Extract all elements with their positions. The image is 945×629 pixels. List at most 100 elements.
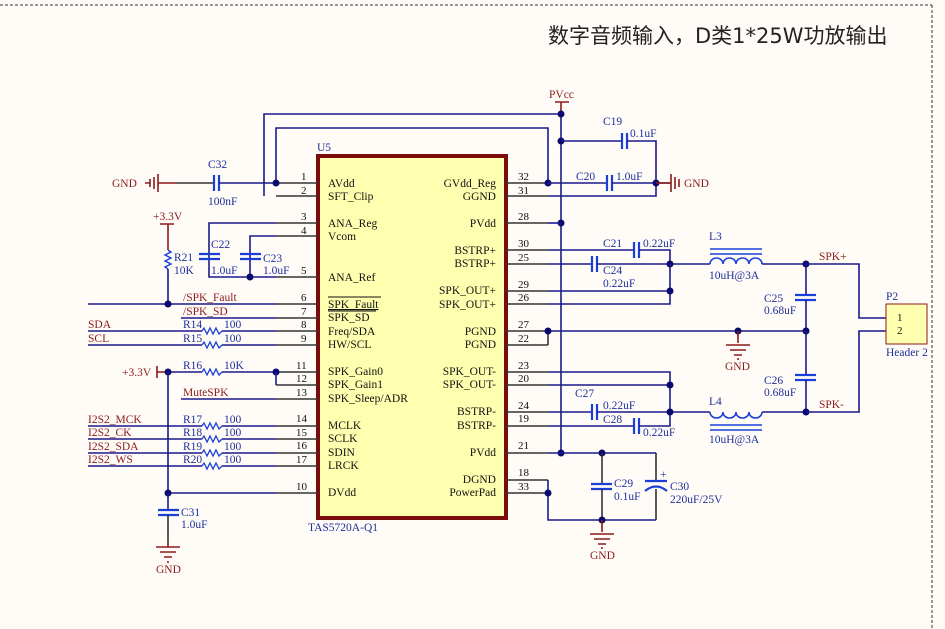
svg-text:19: 19 <box>518 413 530 425</box>
svg-text:SPK_OUT-: SPK_OUT- <box>443 366 496 378</box>
gnd-symbol-c31: GND <box>156 543 181 576</box>
svg-text:GND: GND <box>590 550 615 562</box>
svg-text:C27: C27 <box>575 388 594 400</box>
pin-name: SPK_Gain1 <box>328 379 383 391</box>
resistor-r16[interactable]: R16 10K <box>168 360 276 377</box>
svg-text:9: 9 <box>301 333 307 345</box>
ic-part: TAS5720A-Q1 <box>308 522 378 534</box>
right-pin-stubs <box>506 182 548 494</box>
wire-avdd-gvdd <box>275 127 549 183</box>
gnd-symbol-c20: GND <box>656 174 709 192</box>
svg-text:10K: 10K <box>224 360 245 372</box>
svg-text:0.1uF: 0.1uF <box>614 491 641 503</box>
net-spk-sd: /SPK_SD <box>183 306 228 318</box>
capacitor-c28[interactable]: C28 0.22uF <box>548 414 675 439</box>
capacitor-c23[interactable]: C23 1.0uF <box>240 252 290 277</box>
wire-sftclip-pvcc <box>263 113 561 196</box>
power-3v3-r16: +3.3V <box>122 366 168 379</box>
svg-text:2: 2 <box>897 325 903 337</box>
capacitor-c22[interactable]: C22 1.0uF <box>199 239 238 277</box>
pin-name: SCLK <box>328 433 358 445</box>
svg-text:P2: P2 <box>886 291 898 303</box>
capacitor-c32[interactable]: C32 100nF <box>176 159 276 208</box>
net-i2s-mck: I2S2_MCK <box>88 414 142 426</box>
svg-text:100: 100 <box>224 454 242 466</box>
svg-text:1.0uF: 1.0uF <box>181 519 208 531</box>
resistor-r21[interactable]: R21 10K <box>163 249 195 304</box>
svg-text:PVdd: PVdd <box>470 218 496 230</box>
pin-name: ANA_Reg <box>328 218 377 230</box>
capacitor-c29[interactable]: C29 0.1uF <box>591 453 641 520</box>
resistor-r17[interactable]: R17 100 <box>88 414 276 431</box>
pin-name: ANA_Ref <box>328 272 375 284</box>
svg-text:GVdd_Reg: GVdd_Reg <box>444 178 497 190</box>
svg-text:PVcc: PVcc <box>549 89 574 101</box>
svg-text:+3.3V: +3.3V <box>122 367 152 379</box>
net-spk-n: SPK- <box>819 399 844 411</box>
pin-name: SFT_Clip <box>328 191 374 203</box>
capacitor-c27[interactable]: C27 0.22uF <box>548 388 710 420</box>
resistor-r18[interactable]: R18 100 <box>88 427 276 444</box>
svg-text:R18: R18 <box>183 427 202 439</box>
svg-text:24: 24 <box>518 400 530 412</box>
net-scl: SCL <box>88 333 109 345</box>
capacitor-c26[interactable]: C26 0.68uF <box>764 331 816 412</box>
svg-text:C23: C23 <box>263 253 282 265</box>
capacitor-c20[interactable]: C20 1.0uF <box>548 171 671 191</box>
svg-text:29: 29 <box>518 279 530 291</box>
capacitor-c25[interactable]: C25 0.68uF <box>764 264 816 331</box>
svg-text:100: 100 <box>224 441 242 453</box>
svg-text:21: 21 <box>518 440 529 452</box>
capacitor-c31[interactable]: C31 1.0uF <box>158 493 208 543</box>
svg-text:27: 27 <box>518 319 530 331</box>
svg-text:C32: C32 <box>208 159 227 171</box>
resistor-r14[interactable]: R14 100 <box>88 319 276 336</box>
gnd-symbol-c32: GND <box>112 174 176 192</box>
svg-text:SPK_OUT+: SPK_OUT+ <box>439 285 496 297</box>
wire-spk-out-n <box>548 371 671 412</box>
connector-p2[interactable]: P2 1 2 Header 2 <box>885 291 928 359</box>
power-3v3-r21: +3.3V <box>153 211 183 250</box>
svg-text:23: 23 <box>518 360 530 372</box>
ic-u5[interactable]: U5 TAS5720A-Q1 <box>308 142 508 534</box>
inductor-l4[interactable]: L4 10uH@3A <box>709 396 806 446</box>
svg-text:100: 100 <box>224 333 242 345</box>
svg-text:14: 14 <box>296 413 308 425</box>
capacitor-c21[interactable]: C21 0.22uF <box>548 238 675 264</box>
svg-text:0.22uF: 0.22uF <box>603 278 635 290</box>
resistor-r19[interactable]: R19 100 <box>88 441 276 458</box>
svg-text:BSTRP+: BSTRP+ <box>454 245 496 257</box>
svg-text:R15: R15 <box>183 333 202 345</box>
capacitor-c19[interactable]: C19 0.1uF <box>561 116 657 183</box>
svg-text:C21: C21 <box>603 238 622 250</box>
sheet-title: 数字音频输入，D类1*25W功放输出 <box>548 24 888 48</box>
pin-name: SPK_Sleep/ADR <box>328 393 408 405</box>
wire-c23 <box>249 235 276 277</box>
svg-text:1.0uF: 1.0uF <box>211 265 238 277</box>
svg-text:17: 17 <box>296 454 308 466</box>
resistor-r15[interactable]: R15 100 <box>88 333 276 350</box>
svg-text:10uH@3A: 10uH@3A <box>709 270 760 282</box>
inductor-l3[interactable]: L3 10uH@3A <box>709 231 806 282</box>
capacitor-c24[interactable]: C24 0.22uF <box>548 256 710 290</box>
capacitor-c30[interactable]: + C30 220uF/25V <box>644 453 723 520</box>
resistor-r20[interactable]: R20 100 <box>88 454 276 471</box>
svg-text:1: 1 <box>897 312 903 324</box>
svg-text:30: 30 <box>518 238 530 250</box>
svg-text:C25: C25 <box>764 293 783 305</box>
pin-name: Vcom <box>328 231 356 243</box>
svg-text:C19: C19 <box>603 116 622 128</box>
svg-text:PGND: PGND <box>465 326 496 338</box>
svg-text:15: 15 <box>296 427 308 439</box>
gnd-symbol-pgnd: GND <box>725 331 750 373</box>
pin-name: AVdd <box>328 178 355 190</box>
power-pvcc: PVcc <box>549 89 574 114</box>
left-pin-stubs <box>276 182 318 494</box>
svg-text:GND: GND <box>725 361 750 373</box>
net-mutespk: MuteSPK <box>183 387 229 399</box>
gnd-symbol-c29: GND <box>590 520 615 562</box>
net-spk-p: SPK+ <box>819 251 847 263</box>
svg-text:GND: GND <box>684 178 709 190</box>
wire-spk-p <box>806 263 886 319</box>
